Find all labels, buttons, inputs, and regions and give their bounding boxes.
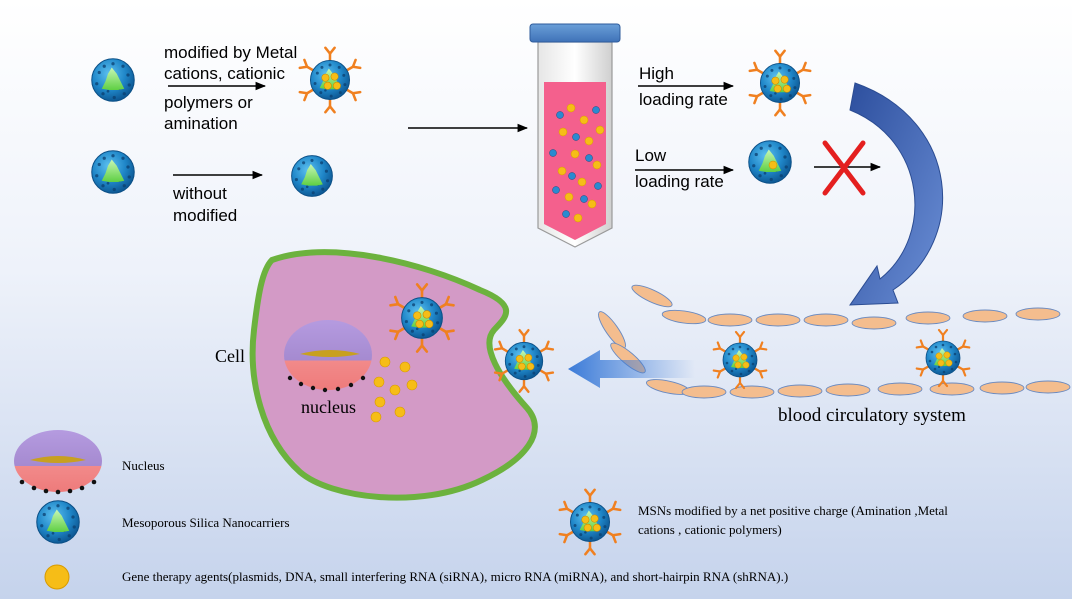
- msn-unmodified-1: [91, 58, 135, 102]
- legend-gene-agent-icon: [44, 564, 70, 590]
- label-low-line1: Low: [635, 146, 667, 165]
- test-tube: [529, 23, 621, 248]
- legend-msn-text: Mesoporous Silica Nanocarriers: [122, 515, 290, 530]
- label-nucleus: nucleus: [301, 397, 356, 417]
- legend-msn-icon: [36, 500, 80, 544]
- msn-modified-1: [300, 48, 360, 112]
- curved-arrow: [849, 82, 944, 306]
- label-low-line2: loading rate: [635, 172, 724, 191]
- blood-vessel: [594, 280, 1071, 399]
- legend-positive-line2: cations , cationic polymers): [638, 522, 782, 537]
- msn-unmodified-3: [291, 155, 333, 197]
- cell: [249, 249, 538, 501]
- label-modified-line4: amination: [164, 114, 238, 133]
- msn-in-blood-1: [714, 332, 766, 388]
- msn-high-loading: [750, 51, 810, 115]
- msn-low-loading: [748, 140, 792, 184]
- legend-nucleus-text: Nucleus: [122, 458, 165, 473]
- label-high-line1: High: [639, 64, 674, 83]
- label-high-line2: loading rate: [639, 90, 728, 109]
- label-modified-line1: modified by Metal: [164, 43, 298, 62]
- label-without-line1: without: [173, 184, 227, 203]
- msn-in-blood-2: [917, 330, 969, 386]
- legend-nucleus-icon: [14, 430, 102, 495]
- uptake-arrow: [568, 350, 695, 388]
- legend-positive-line1: MSNs modified by a net positive charge (…: [638, 503, 948, 518]
- legend-modified-msn-icon: [560, 490, 620, 554]
- msn-unmodified-2: [91, 150, 135, 194]
- label-modified-line3: polymers or: [164, 93, 253, 112]
- label-modified-line2: cations, cationic: [164, 64, 285, 83]
- label-without-line2: modified: [173, 206, 238, 225]
- label-blood-system: blood circulatory system: [778, 405, 966, 426]
- legend-gene-text: Gene therapy agents(plasmids, DNA, small…: [122, 569, 789, 584]
- nucleus: [284, 320, 372, 393]
- red-cross-icon: [822, 140, 866, 196]
- label-cell: Cell: [215, 346, 245, 366]
